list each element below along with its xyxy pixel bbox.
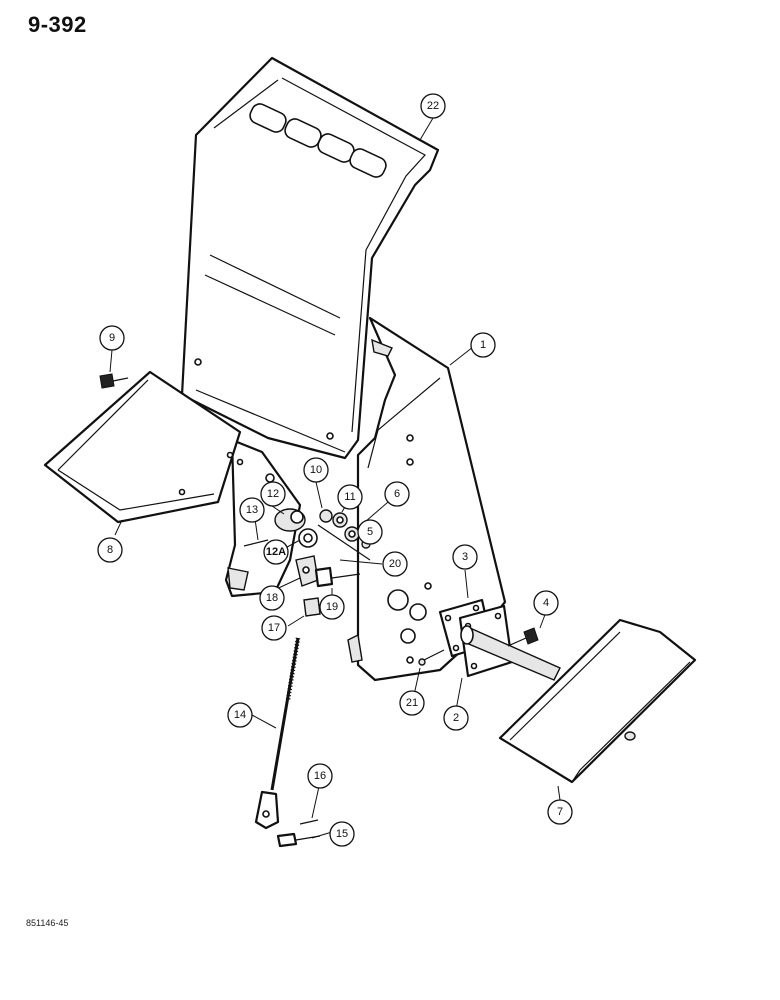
- part-4-bolt: [507, 627, 539, 647]
- callout-5-label: 5: [367, 526, 373, 538]
- callout-3-label: 3: [462, 551, 468, 563]
- callout-3: 3: [452, 544, 478, 570]
- callout-19-label: 19: [326, 601, 338, 613]
- part-22-seat-shield: [180, 56, 440, 460]
- callout-12-label: 12: [267, 488, 279, 500]
- callout-2: 2: [443, 705, 469, 731]
- callout-1: 1: [470, 332, 496, 358]
- callout-15-label: 15: [336, 828, 348, 840]
- pedal-shaft: [460, 625, 561, 681]
- callout-19: 19: [319, 594, 345, 620]
- callout-4: 4: [533, 590, 559, 616]
- callout-11: 11: [337, 484, 363, 510]
- callout-10-label: 10: [310, 464, 322, 476]
- callout-21: 21: [399, 690, 425, 716]
- callout-7-label: 7: [557, 806, 563, 818]
- callout-5: 5: [357, 519, 383, 545]
- callout-9-label: 9: [109, 332, 115, 344]
- callout-2-label: 2: [453, 712, 459, 724]
- callout-11-label: 11: [344, 491, 355, 503]
- part-9-bolt: [99, 373, 129, 389]
- callout-7: 7: [547, 799, 573, 825]
- callout-9: 9: [99, 325, 125, 351]
- callout-16: 16: [307, 763, 333, 789]
- figure-code: 851146-45: [26, 918, 69, 928]
- callout-12a: 12A: [263, 539, 289, 565]
- callout-18: 18: [259, 585, 285, 611]
- leader-lines: [109, 117, 561, 839]
- part-21-pin: [418, 649, 445, 666]
- callout-15: 15: [329, 821, 355, 847]
- linkage-hardware: [243, 473, 371, 617]
- part-16-cotter: [299, 819, 319, 825]
- part-15-pin: [276, 832, 321, 848]
- callout-4-label: 4: [543, 597, 549, 609]
- callout-16-label: 16: [314, 770, 326, 782]
- callout-20-label: 20: [389, 558, 401, 570]
- callout-17: 17: [261, 615, 287, 641]
- callout-10: 10: [303, 457, 329, 483]
- callout-22-label: 22: [427, 100, 439, 112]
- callout-18-label: 18: [266, 592, 278, 604]
- part-8-foot-plate: [43, 370, 242, 524]
- callout-20: 20: [382, 551, 408, 577]
- part-1-bracket: [347, 316, 507, 682]
- callout-13: 13: [239, 497, 265, 523]
- part-7-pedal: [498, 618, 697, 784]
- callout-22: 22: [420, 93, 446, 119]
- callout-8-label: 8: [107, 544, 113, 556]
- callout-6: 6: [384, 481, 410, 507]
- page-number: 9-392: [28, 12, 87, 37]
- part-14-rod: [254, 637, 301, 830]
- callout-13-label: 13: [246, 504, 258, 516]
- callout-12a-label: 12A: [266, 546, 286, 558]
- callout-21-label: 21: [406, 697, 418, 709]
- callout-14: 14: [227, 702, 253, 728]
- callout-17-label: 17: [268, 622, 280, 634]
- callout-8: 8: [97, 537, 123, 563]
- callout-14-label: 14: [234, 709, 246, 721]
- callout-12: 12: [260, 481, 286, 507]
- callout-1-label: 1: [480, 339, 486, 351]
- callout-6-label: 6: [394, 488, 400, 500]
